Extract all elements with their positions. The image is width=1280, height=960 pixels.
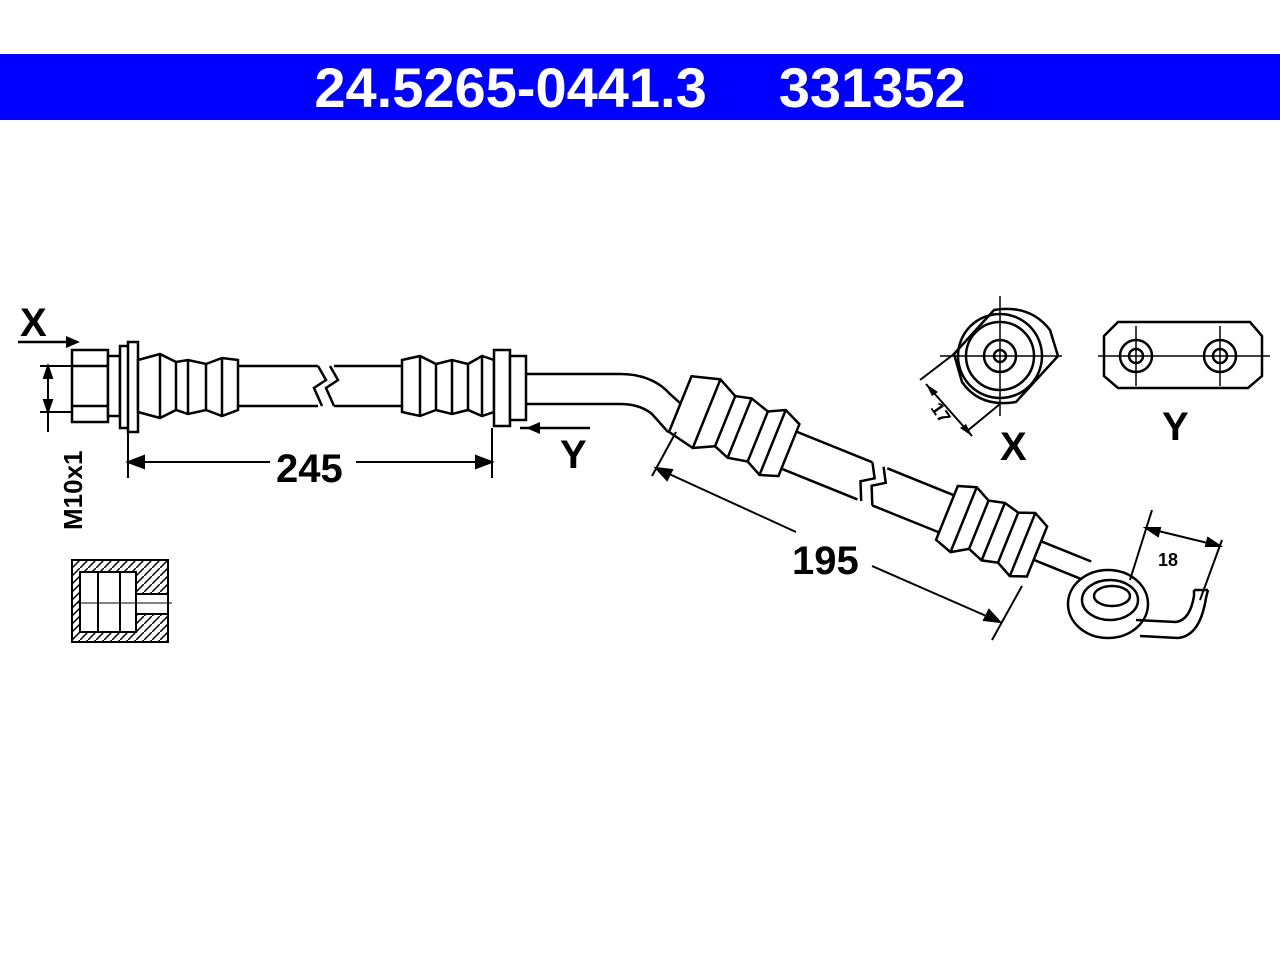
left-fitting	[70, 340, 691, 434]
thread-label: M10x1	[58, 451, 88, 531]
detail-x-view	[919, 296, 1062, 437]
banjo-dimension	[1129, 509, 1224, 601]
wrench-size-label: 17	[927, 399, 955, 427]
detail-x-label: X	[1000, 425, 1027, 469]
length-straight-label: 245	[276, 447, 343, 491]
reference-number: 331352	[778, 55, 966, 119]
angled-hose	[667, 374, 1210, 640]
length-angled-label: 195	[792, 539, 859, 583]
title-bar: 24.5265-0441.3 331352	[0, 54, 1280, 120]
length-angled-dimension	[651, 431, 1023, 641]
banjo-size-label: 18	[1158, 550, 1178, 570]
title-text: 24.5265-0441.3 331352	[0, 54, 1280, 120]
length-straight-dimension	[125, 428, 495, 478]
end-x-label: X	[20, 301, 47, 345]
end-y-label: Y	[560, 433, 587, 477]
article-number: 24.5265-0441.3	[314, 55, 707, 119]
port-section-view	[71, 559, 172, 643]
detail-y-view	[1098, 320, 1270, 390]
detail-y-label: Y	[1162, 405, 1189, 449]
end-y-marker: Y	[520, 422, 590, 477]
thread-dimension	[40, 362, 72, 432]
end-x-marker: X	[18, 301, 80, 348]
